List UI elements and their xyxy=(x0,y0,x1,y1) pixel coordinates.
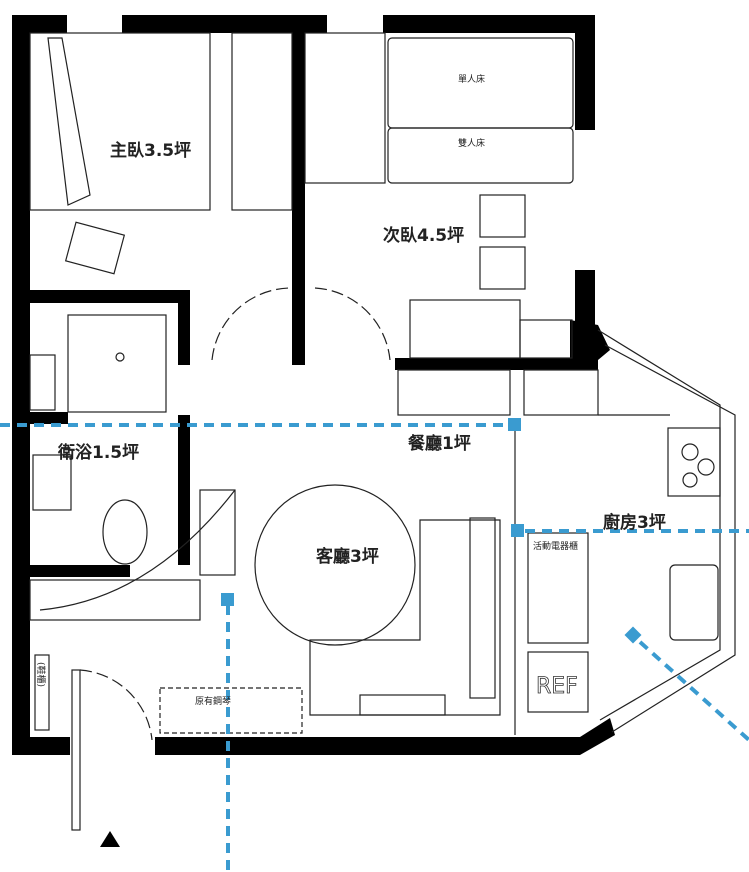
label-piano: 原有鋼琴 xyxy=(195,695,231,707)
label-master-bedroom: 主臥3.5坪 xyxy=(110,140,191,161)
label-fridge: REF xyxy=(536,674,578,699)
viewpoint-marker-icon xyxy=(624,626,642,644)
label-bathroom: 衛浴1.5坪 xyxy=(57,442,139,463)
entrance-triangle-icon xyxy=(100,831,120,847)
label-living: 客廳3坪 xyxy=(315,546,379,567)
fixtures xyxy=(29,32,736,831)
viewpoint-marker-icon xyxy=(508,418,521,431)
label-single-bed: 單人床 xyxy=(458,73,485,85)
label-dining: 餐廳1坪 xyxy=(408,433,471,454)
walls xyxy=(12,15,615,755)
label-shoe-cabinet: (鞋櫃) xyxy=(35,662,47,687)
viewpoint-lines xyxy=(0,418,749,872)
viewpoint-marker-icon xyxy=(511,524,524,537)
label-kitchen: 廚房3坪 xyxy=(603,512,666,533)
label-second-bedroom: 次臥4.5坪 xyxy=(383,225,464,246)
label-appliance-cabinet: 活動電器櫃 xyxy=(533,540,578,552)
viewpoint-marker-icon xyxy=(221,593,234,606)
label-double-bed: 雙人床 xyxy=(458,137,485,149)
